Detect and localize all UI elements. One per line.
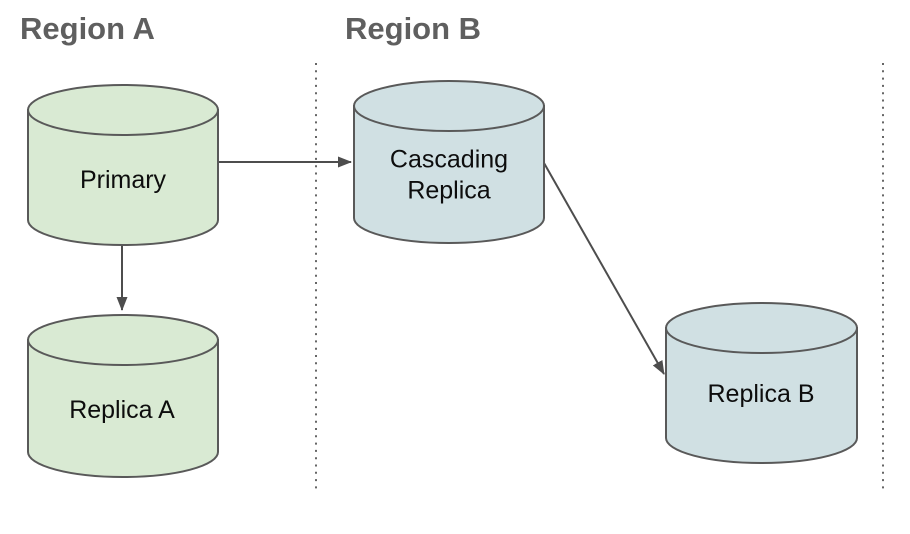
db-cylinder-replica-a-top bbox=[27, 314, 219, 366]
db-cylinder-primary-body bbox=[27, 109, 219, 246]
db-cylinder-replica-b-body bbox=[665, 327, 858, 464]
label-cascading-replica: Cascading Replica bbox=[389, 145, 509, 205]
db-cylinder-replica-a bbox=[27, 314, 219, 478]
label-replica-a: Replica A bbox=[69, 395, 175, 424]
db-cylinder-replica-b bbox=[665, 302, 858, 464]
db-cylinder-primary-top bbox=[27, 84, 219, 136]
db-cylinder-cascading-replica-top bbox=[353, 80, 545, 132]
db-cylinder-replica-a-body bbox=[27, 339, 219, 478]
db-cylinder-cascading-replica bbox=[353, 80, 545, 244]
label-replica-b: Replica B bbox=[707, 379, 815, 408]
label-primary: Primary bbox=[79, 165, 167, 194]
db-cylinder-cascading-replica-body bbox=[353, 105, 545, 244]
db-cylinder-primary bbox=[27, 84, 219, 246]
db-cylinder-replica-b-top bbox=[665, 302, 858, 354]
region-a-title: Region A bbox=[20, 11, 155, 46]
region-b-title: Region B bbox=[345, 11, 482, 46]
arrow-cascading-replica-to-replica-b bbox=[543, 162, 665, 375]
